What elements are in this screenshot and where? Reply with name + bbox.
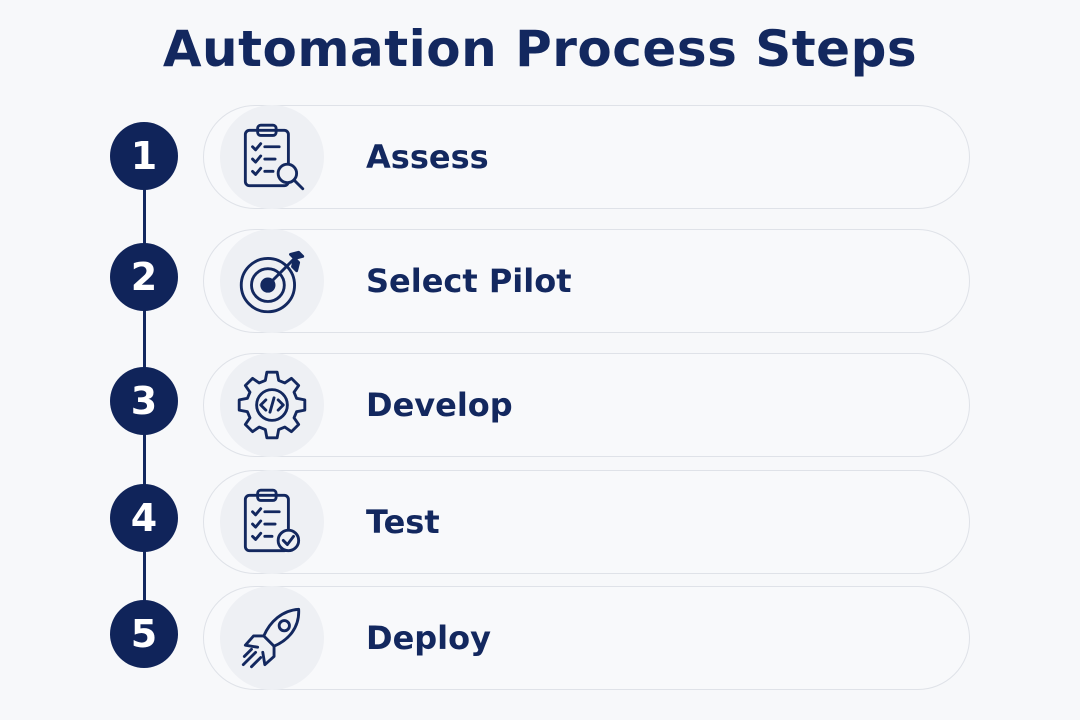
clipboard-magnifier-icon [220,105,324,209]
step-3-label: Develop [366,386,513,424]
step-2-label: Select Pilot [366,262,572,300]
target-arrow-icon [220,229,324,333]
step-5-card: Deploy [203,586,970,690]
step-1-label: Assess [366,138,489,176]
step-1-card: Assess [203,105,970,209]
step-4-number-badge: 4 [110,484,178,552]
page-title: Automation Process Steps [162,20,918,78]
step-1-number-badge: 1 [110,122,178,190]
step-2-number-badge: 2 [110,243,178,311]
step-4-label: Test [366,503,440,541]
clipboard-check-icon [220,470,324,574]
step-2-card: Select Pilot [203,229,970,333]
gear-code-icon [220,353,324,457]
rocket-icon [220,586,324,690]
step-3-number-badge: 3 [110,367,178,435]
step-3-card: Develop [203,353,970,457]
step-5-number-badge: 5 [110,600,178,668]
step-4-card: Test [203,470,970,574]
step-5-label: Deploy [366,619,491,657]
